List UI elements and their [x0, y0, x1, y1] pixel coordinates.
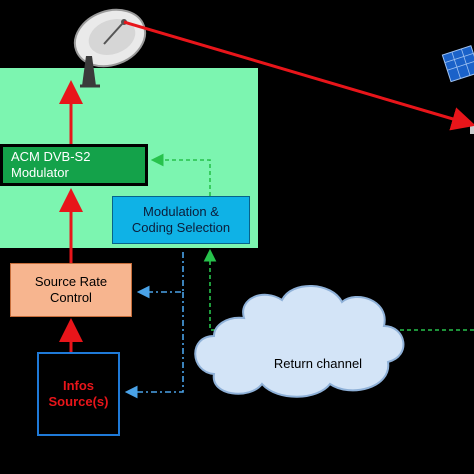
- modsel-to-infos-arrow: [124, 292, 184, 399]
- satellite-icon: [441, 45, 474, 134]
- infos-source-block: Infos Source(s): [37, 352, 120, 436]
- modsel-to-modulator-arrow: [150, 153, 211, 196]
- modsel-to-rate-arrow: [136, 252, 184, 299]
- modulator-label: ACM DVB-S2 Modulator: [11, 148, 91, 180]
- return-channel-label: Return channel: [273, 356, 363, 371]
- source-rate-label: Source Rate Control: [34, 273, 108, 305]
- infos-source-label: Infos Source(s): [48, 377, 109, 409]
- satellite-dish-icon: [73, 8, 147, 88]
- modulator-block: ACM DVB-S2 Modulator: [0, 144, 148, 186]
- modulation-selection-block: Modulation & Coding Selection: [112, 196, 250, 244]
- source-rate-block: Source Rate Control: [10, 263, 132, 317]
- forward-link-arrow: [123, 20, 474, 131]
- modulation-selection-label: Modulation & Coding Selection: [131, 203, 231, 235]
- cloud-icon: [194, 285, 405, 398]
